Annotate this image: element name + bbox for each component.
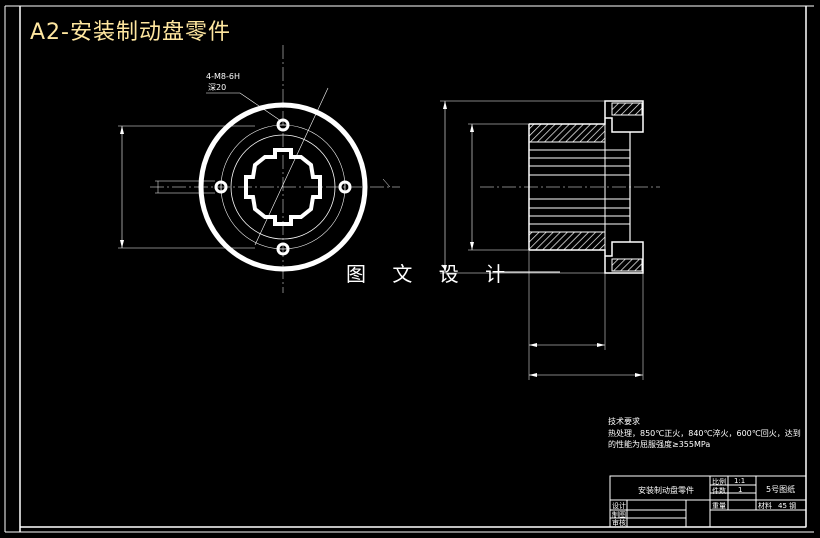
title-block-qty-label: 件数: [712, 487, 726, 495]
spline-bore: [244, 148, 322, 226]
flange-outer-ring: [198, 102, 368, 272]
title-block-frame: [609, 475, 807, 528]
title-block-material-label: 材料: [758, 502, 772, 510]
title-block-checker-label: 审核: [612, 519, 626, 527]
title-block-drafter-label: 制图: [612, 511, 626, 519]
title-block-scale-value: 1:1: [734, 477, 746, 485]
title-block-qty-value: 1: [738, 486, 743, 494]
title-block-scale-label: 比例: [712, 478, 726, 486]
hole-callout-size: 4-M8-6H: [206, 72, 240, 81]
tech-notes-heading: 技术要求: [608, 417, 640, 426]
front-view: [118, 45, 400, 293]
tech-notes-line2: 的性能为屈服强度≥355MPa: [608, 440, 711, 449]
side-section-view: [440, 100, 660, 380]
hole-callout-depth: 深20: [208, 83, 227, 92]
watermark-text: 图 文 设 计: [346, 262, 516, 286]
drawing-title: A2-安装制动盘零件: [30, 20, 231, 45]
title-block-part-name: 安装制动盘零件: [638, 486, 694, 495]
title-block-weight-label: 重量: [712, 502, 726, 510]
hub-circle: [230, 134, 336, 240]
section-outline: [529, 100, 644, 133]
title-block-material-value: 45 钢: [778, 502, 797, 510]
title-block-designer-label: 设计: [612, 502, 626, 510]
hole-callout-leader: [206, 92, 282, 122]
title-block-drawing-no: 5号图纸: [766, 485, 796, 494]
tech-notes-line1: 热处理，850℃正火，840℃淬火，600℃回火，达到: [608, 429, 801, 438]
